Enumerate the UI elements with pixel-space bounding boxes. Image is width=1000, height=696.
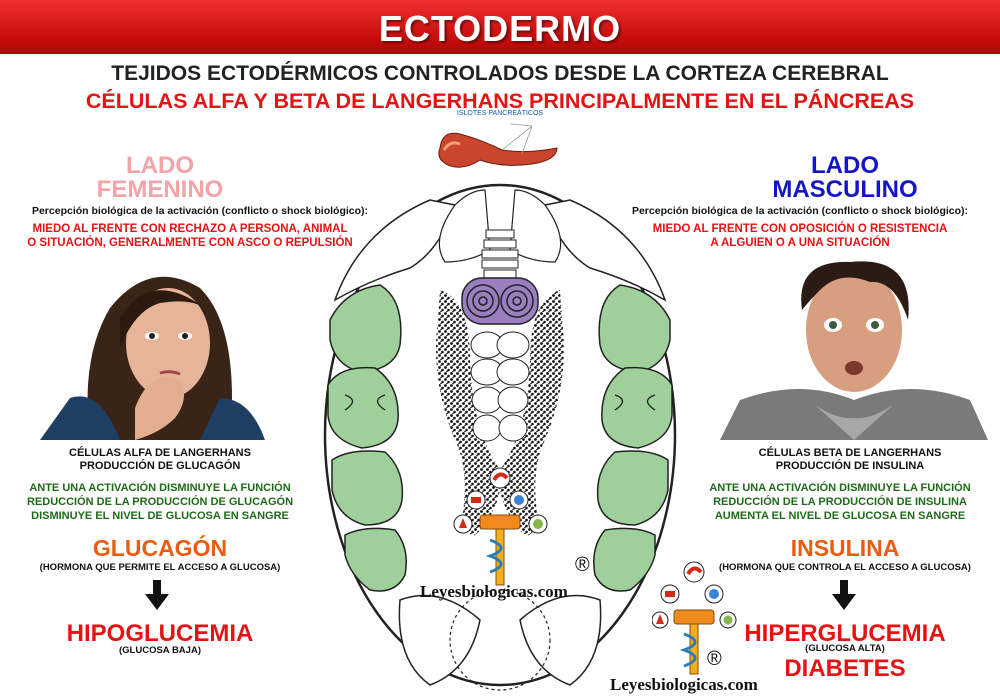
insulin-title: INSULINA: [790, 535, 900, 561]
masculine-effect-line3: AUMENTA EL NIVEL DE GLUCOSA EN SANGRE: [714, 510, 966, 522]
feminine-effect-line1: ANTE UNA ACTIVACIÓN DISMINUYE LA FUNCIÓN: [29, 482, 291, 494]
feminine-conflict-line2: O SITUACIÓN, GENERALMENTE CON ASCO O REP…: [27, 237, 353, 249]
page-title: ECTODERMO: [378, 8, 622, 49]
man-photo: [720, 250, 988, 440]
pancreas-icon: [438, 123, 558, 168]
feminine-effect-line2: REDUCCIÓN DE LA PRODUCCIÓN DE GLUCAGÓN: [26, 496, 294, 508]
glucagon-title: GLUCAGÓN: [92, 535, 228, 561]
masculine-effect-line1: ANTE UNA ACTIVACIÓN DISMINUYE LA FUNCIÓN: [709, 482, 971, 494]
brain-diagram: [323, 183, 677, 691]
woman-photo: [40, 248, 265, 440]
hypoglycemia-note: (GLUCOSA BAJA): [119, 645, 201, 656]
watermark-right: Leyesbiologicas.com: [610, 675, 758, 694]
masculine-title-line1: LADO: [811, 152, 879, 179]
registered-mark-center: ®: [575, 554, 590, 576]
glucagon-note: (HORMONA QUE PERMITE EL ACCESO A GLUCOSA…: [39, 562, 281, 573]
down-arrow-icon-right: [832, 580, 856, 612]
hypoglycemia-title: HIPOGLUCEMIA: [66, 620, 254, 647]
registered-mark-right: ®: [707, 648, 722, 670]
subtitle-tissues: TEJIDOS ECTODÉRMICOS CONTROLADOS DESDE L…: [111, 62, 889, 85]
feminine-effect-line3: DISMINUYE EL NIVEL DE GLUCOSA EN SANGRE: [31, 510, 289, 522]
watermark-center: Leyesbiologicas.com: [420, 582, 568, 601]
hyperglycemia-note: (GLUCOSA ALTA): [805, 643, 885, 654]
alpha-cells-line2: PRODUCCIÓN DE GLUCAGÓN: [79, 460, 241, 472]
feminine-conflict-line1: MIEDO AL FRENTE CON RECHAZO A PERSONA, A…: [32, 223, 348, 235]
hyperglycemia-title: HIPERGLUCEMIA: [744, 620, 946, 647]
masculine-perception: Percepción biológica de la activación (c…: [631, 205, 969, 217]
alpha-cells-line1: CÉLULAS ALFA DE LANGERHANS: [69, 447, 251, 459]
subtitle-cells: CÉLULAS ALFA Y BETA DE LANGERHANS PRINCI…: [85, 89, 915, 113]
feminine-title-line1: LADO: [126, 152, 194, 179]
header-banner: [0, 0, 1000, 54]
masculine-conflict-line1: MIEDO AL FRENTE CON OPOSICIÓN O RESISTEN…: [652, 223, 948, 235]
caduceus-icon: [652, 561, 737, 675]
insulin-note: (HORMONA QUE CONTROLA EL ACCESO A GLUCOS…: [719, 562, 971, 573]
down-arrow-icon-left: [145, 580, 169, 612]
feminine-title-line2: FEMENINO: [96, 176, 224, 203]
feminine-perception: Percepción biológica de la activación (c…: [31, 205, 369, 217]
diabetes-title: DIABETES: [784, 655, 906, 682]
masculine-effect-line2: REDUCCIÓN DE LA PRODUCCIÓN DE INSULINA: [713, 496, 967, 508]
masculine-conflict-line2: A ALGUIEN O A UNA SITUACIÓN: [710, 237, 890, 249]
beta-cells-line1: CÉLULAS BETA DE LANGERHANS: [758, 447, 942, 459]
islotes-label: ISLOTES PANCREÁTICOS: [456, 110, 544, 117]
masculine-title-line2: MASCULINO: [772, 176, 918, 203]
beta-cells-line2: PRODUCCIÓN DE INSULINA: [775, 460, 925, 472]
